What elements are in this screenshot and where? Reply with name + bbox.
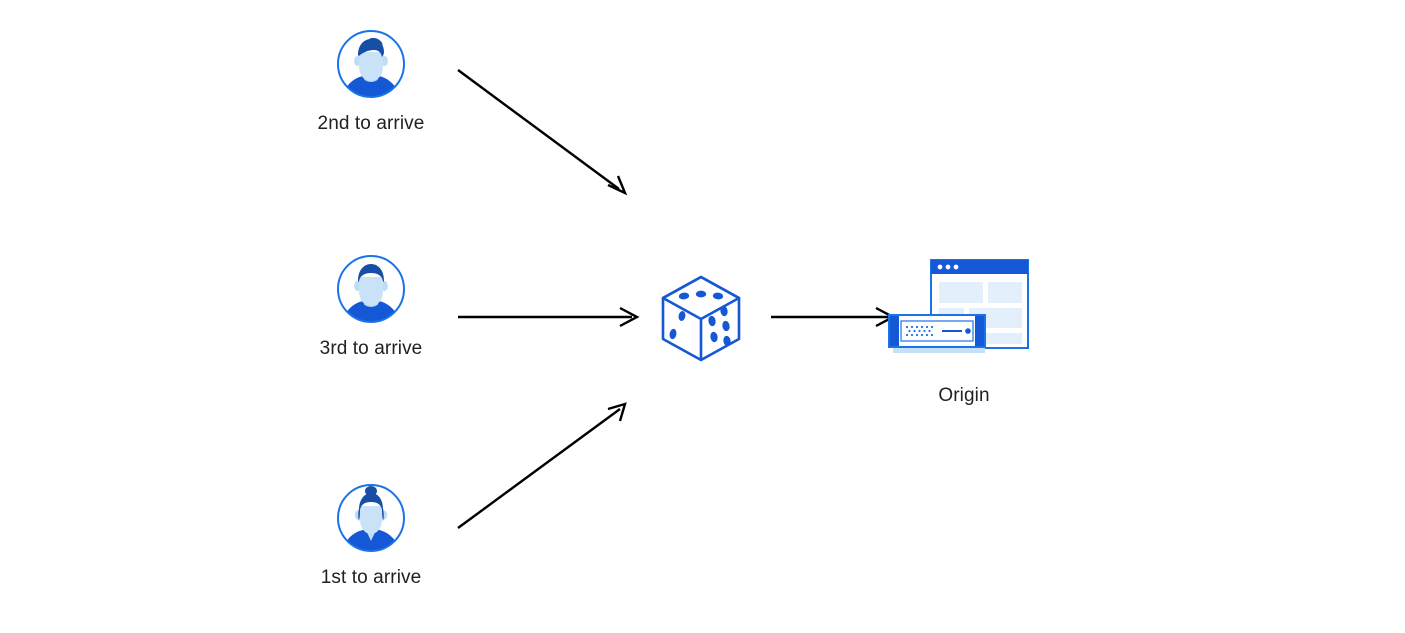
user-avatar-icon	[335, 253, 407, 325]
origin-node[interactable]: Origin	[884, 255, 1044, 408]
client-label-1st: 1st to arrive	[320, 567, 422, 588]
server-device	[888, 314, 986, 353]
client-node-2nd[interactable]: 2nd to arrive	[291, 28, 451, 136]
client-node-1st[interactable]: 1st to arrive	[291, 482, 451, 590]
arrow-2nd-to-dice	[457, 69, 628, 196]
origin-label: Origin	[938, 385, 990, 406]
client-node-3rd[interactable]: 3rd to arrive	[291, 253, 451, 361]
client-label-2nd: 2nd to arrive	[317, 113, 425, 134]
dice-icon	[651, 267, 751, 367]
origin-server-icon	[884, 255, 1044, 370]
random-balancer-node[interactable]	[651, 267, 751, 367]
arrow-3rd-to-dice	[458, 306, 640, 328]
user-avatar-icon	[335, 28, 407, 100]
arrow-1st-to-dice	[457, 402, 627, 529]
user-avatar-icon	[335, 482, 407, 554]
arrow-dice-to-origin	[771, 306, 896, 328]
client-label-3rd: 3rd to arrive	[319, 338, 423, 359]
